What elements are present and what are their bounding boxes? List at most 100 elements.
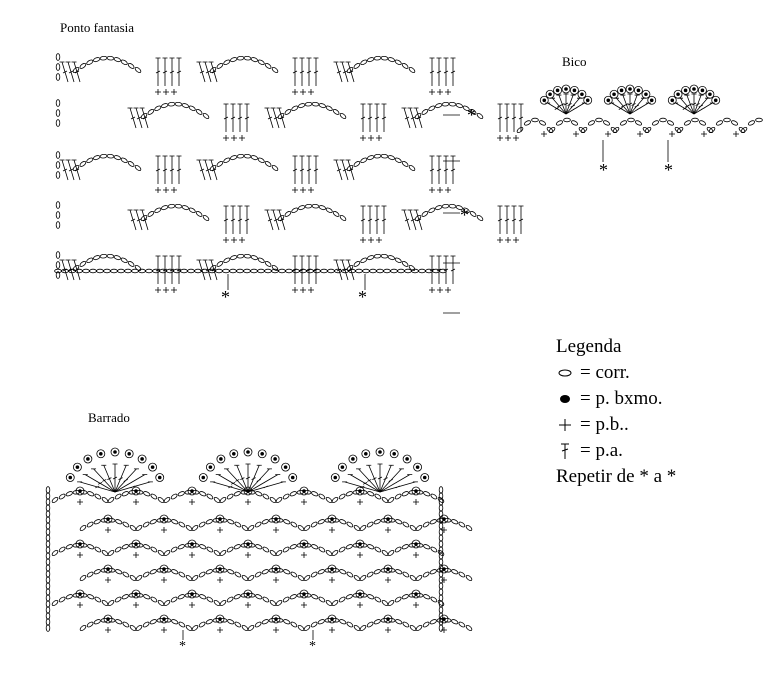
- chain-stitch: [395, 619, 403, 625]
- picot-stitch: [411, 589, 421, 599]
- chain-stitch: [381, 550, 389, 556]
- chain-stitch: [205, 519, 213, 525]
- picot-center: [442, 567, 446, 571]
- chain-stitch: [101, 600, 109, 606]
- chain-stitch: [318, 493, 326, 500]
- chain-stitch: [198, 571, 206, 578]
- chain-stitch: [115, 619, 123, 625]
- picot-stitch: [187, 589, 197, 599]
- picot-stitch: [187, 486, 197, 496]
- single-crochet: [541, 131, 547, 137]
- chain-stitch: [154, 207, 162, 214]
- single-crochet: [155, 187, 161, 193]
- chain-stitch: [415, 575, 423, 581]
- chain-stitch: [199, 491, 207, 497]
- chain-stitch: [161, 205, 169, 211]
- picot-stitch: [124, 449, 134, 459]
- chain-stitch: [366, 571, 374, 578]
- chain-stitch: [451, 519, 459, 525]
- picot-center: [99, 451, 103, 456]
- chain-stitch: [360, 59, 368, 66]
- chain-stitch: [127, 160, 135, 167]
- chain-stitch: [339, 619, 347, 625]
- double-crochet: [162, 155, 168, 184]
- chain-stitch: [94, 493, 102, 500]
- chain-stitch: [93, 155, 101, 161]
- double-crochet: [162, 255, 168, 284]
- double-crochet: [565, 94, 576, 115]
- double-crochet: [208, 259, 218, 281]
- picot-stitch: [187, 539, 197, 549]
- chain-stitch: [241, 575, 249, 581]
- chain-stitch: [149, 569, 157, 575]
- double-crochet: [264, 107, 274, 129]
- double-crochet: [627, 93, 633, 114]
- picot-center: [190, 489, 194, 493]
- chain-stitch: [297, 575, 305, 581]
- chain-stitch: [174, 101, 183, 107]
- double-crochet: [504, 205, 510, 234]
- picot-center: [386, 617, 390, 621]
- double-crochet: [347, 474, 381, 493]
- picot-center: [274, 517, 278, 521]
- picot-center: [358, 542, 362, 546]
- chain-stitch: [438, 540, 444, 548]
- chain-stitch: [157, 497, 165, 503]
- single-crochet: [357, 499, 363, 505]
- chain-stitch: [106, 55, 115, 61]
- single-crochet: [385, 577, 391, 583]
- chain-stitch: [122, 521, 130, 528]
- double-crochet: [360, 103, 366, 132]
- chain-stitch: [143, 544, 151, 550]
- chain-stitch: [167, 203, 176, 209]
- picot-center: [162, 617, 166, 621]
- single-crochet: [163, 287, 169, 293]
- chain-stitch: [282, 596, 290, 603]
- chain-stitch: [45, 516, 51, 524]
- chain-stitch: [177, 544, 185, 550]
- chain-stitch: [366, 521, 374, 528]
- chain-stitch: [205, 569, 213, 575]
- chain-stitch: [438, 558, 444, 566]
- chain-stitch: [394, 493, 402, 500]
- chain-stitch: [150, 546, 158, 553]
- chain-stitch: [402, 571, 410, 578]
- chain-stitch: [438, 582, 444, 590]
- chain-stitch: [177, 594, 185, 600]
- chain-stitch: [206, 546, 214, 553]
- chain-stitch: [438, 486, 444, 494]
- chain-stitch: [691, 117, 699, 123]
- legend-item: = p.b..: [556, 412, 676, 438]
- chain-stitch: [317, 569, 325, 575]
- picot-center: [636, 88, 641, 93]
- chain-stitch: [129, 575, 137, 581]
- chain-stitch: [374, 546, 382, 553]
- chain-stitch: [401, 491, 409, 497]
- chain-stitch: [666, 120, 675, 126]
- chain-stitch: [191, 625, 199, 631]
- picot-center: [676, 92, 680, 97]
- picot-center: [422, 475, 427, 480]
- double-crochet: [247, 464, 262, 493]
- double-crochet: [114, 468, 139, 493]
- chain-stitch: [107, 550, 115, 556]
- double-crochet: [620, 94, 631, 115]
- chain-stitch: [250, 268, 258, 274]
- chain-stitch: [147, 108, 155, 115]
- single-crochet: [441, 577, 447, 583]
- chain-stitch: [311, 101, 320, 107]
- chain-stitch: [45, 594, 51, 602]
- chain-oval-icon: [556, 364, 574, 382]
- chain-stitch: [422, 521, 430, 528]
- chain-stitch: [298, 205, 306, 211]
- chain-stitch: [205, 619, 213, 625]
- chain-stitch: [318, 546, 326, 553]
- picot-center: [134, 542, 138, 546]
- double-crochet: [407, 107, 417, 129]
- chain-stitch: [304, 101, 313, 107]
- picot-stitch: [299, 589, 309, 599]
- chain-stitch: [45, 570, 51, 578]
- single-crochet: [245, 499, 251, 505]
- single-crochet: [385, 527, 391, 533]
- repeat-star: *: [460, 205, 469, 225]
